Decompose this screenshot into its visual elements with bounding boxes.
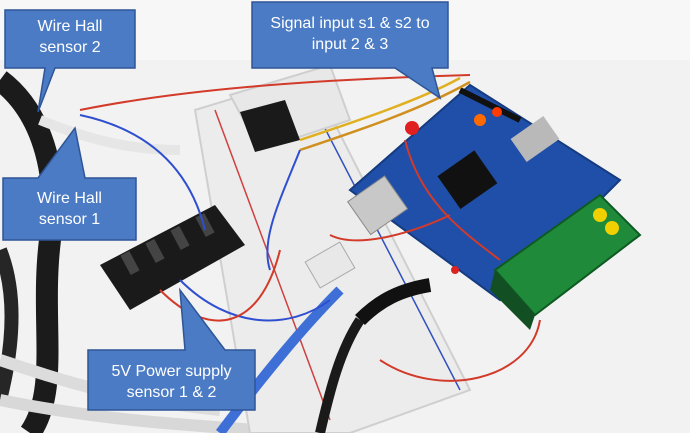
terminal-block-large: [100, 205, 245, 310]
label-wire-hall-sensor-2: Wire Hall sensor 2: [37, 18, 103, 56]
led: [474, 114, 486, 126]
white-cable: [38, 115, 181, 155]
label-wire-hall-sensor-1: Wire Hall sensor 1: [37, 190, 102, 228]
red-wire: [79, 74, 471, 111]
blue-wire: [79, 114, 206, 231]
ethernet-jack: [346, 175, 409, 236]
callout-power-supply: [87, 287, 256, 411]
battery: [490, 193, 642, 330]
callout-wire-hall-sensor-2: [4, 9, 136, 113]
callout-wire-hall-sensor-1: [2, 126, 137, 241]
sensor-module: [304, 241, 356, 289]
terminal-block-small: [240, 100, 300, 152]
label-signal-input: Signal input s1 & s2 to input 2 & 3: [270, 15, 430, 53]
callout-signal-input: [251, 1, 449, 100]
yellow-wire: [299, 76, 461, 142]
blue-ribbon-cable: [216, 286, 344, 433]
label-power-supply: 5V Power supply sensor 1 & 2: [111, 363, 232, 401]
power-jack-cable: [355, 278, 432, 326]
